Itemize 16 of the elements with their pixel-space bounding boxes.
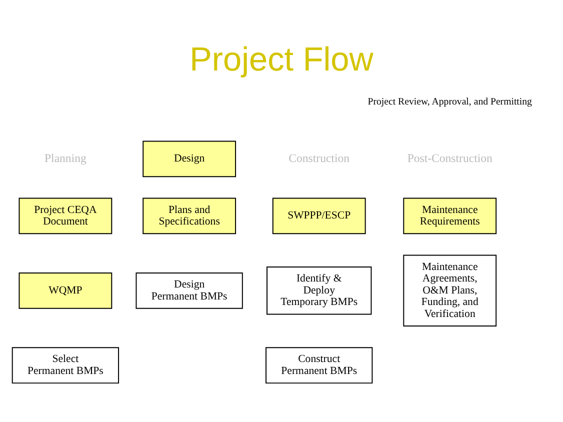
node-box: Design [142,140,236,177]
node-box: WQMP [18,272,112,308]
label: Post-Construction [407,150,492,164]
label: Construction [288,150,350,164]
node-box: Design Permanent BMPs [136,272,243,308]
node-box: Identify & Deploy Temporary BMPs [266,266,372,314]
node-box: Project CEQA Document [18,197,112,234]
node-box: Plans and Specifications [142,197,236,234]
diagram-title: Project Flow [190,41,374,78]
node-box: Maintenance Requirements [403,197,497,234]
node-box: Construct Permanent BMPs [266,346,373,384]
node-box: Maintenance Agreements, O&M Plans, Funding, and Verification [403,254,497,326]
label: Planning [44,150,86,164]
node-box: Select Permanent BMPs [12,346,120,384]
label: Project Review, Approval, and Permitting [368,96,532,107]
node-box: SWPPP/ESCP [272,197,366,234]
